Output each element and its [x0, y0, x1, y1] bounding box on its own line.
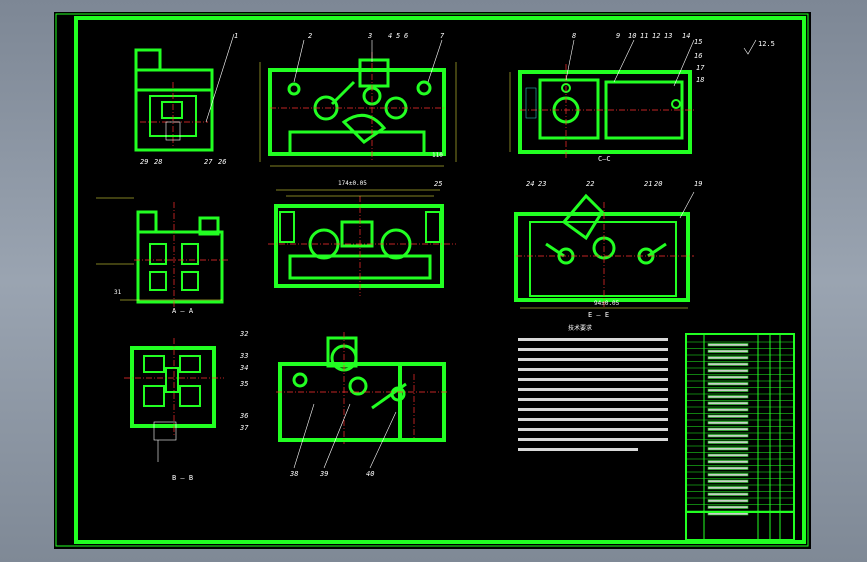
view-bottom-left	[124, 338, 224, 462]
parts-list-text	[707, 375, 749, 379]
balloon-1: 1	[234, 32, 239, 40]
parts-list-text	[707, 479, 749, 483]
parts-list-text	[707, 427, 749, 431]
tech-req-title: 技术要求	[568, 324, 592, 332]
section-label-bb: B — B	[172, 474, 194, 482]
parts-list-text	[707, 486, 749, 490]
balloon-25: 25	[434, 180, 443, 188]
parts-list-text	[707, 382, 749, 386]
roughness-value: 12.5	[758, 40, 775, 48]
view-mid-left	[96, 197, 230, 312]
balloon-13: 13	[664, 32, 673, 40]
balloon-21: 21	[644, 180, 653, 188]
tech-req-lines	[518, 338, 668, 451]
inner-frame	[74, 16, 806, 544]
balloon-20: 20	[654, 180, 663, 188]
balloon-38: 38	[290, 470, 299, 478]
balloon-9: 9	[616, 32, 621, 40]
parts-list-text	[707, 349, 749, 353]
dim-text-2: 94±0.05	[594, 300, 620, 307]
parts-list-text	[707, 440, 749, 444]
view-bottom-center	[276, 332, 448, 469]
parts-list-text	[707, 408, 749, 412]
parts-list-text	[707, 388, 749, 392]
parts-list-text	[707, 362, 749, 366]
balloon-11: 11	[640, 32, 649, 40]
balloon-12: 12	[652, 32, 661, 40]
balloon-37: 37	[240, 424, 249, 432]
balloon-35: 35	[240, 380, 249, 388]
drawing-canvas: 12.5	[55, 13, 809, 547]
balloon-36: 36	[240, 412, 249, 420]
view-top-center	[259, 39, 457, 167]
parts-list-text	[707, 395, 749, 399]
balloon-2: 2	[308, 32, 313, 40]
dim-text-3: 31	[114, 289, 122, 296]
balloon-14: 14	[682, 32, 691, 40]
balloon-6: 6	[404, 32, 409, 40]
balloon-28: 28	[154, 158, 163, 166]
balloon-17: 17	[696, 64, 705, 72]
dim-text-4: 110	[432, 152, 443, 159]
parts-list-text	[707, 421, 749, 425]
view-mid-center	[268, 189, 456, 296]
parts-list-text	[707, 434, 749, 438]
parts-list-text	[707, 466, 749, 470]
parts-list-text	[707, 492, 749, 496]
balloon-10: 10	[628, 32, 637, 40]
balloon-7: 7	[440, 32, 445, 40]
parts-list-text	[707, 401, 749, 405]
balloon-33: 33	[240, 352, 249, 360]
balloon-34: 34	[240, 364, 249, 372]
dim-text-1: 174±0.05	[338, 180, 367, 187]
balloon-32: 32	[240, 330, 249, 338]
parts-list-text	[707, 473, 749, 477]
outer-frame	[55, 13, 809, 547]
balloon-3: 3	[368, 32, 373, 40]
view-top-right	[509, 39, 695, 158]
parts-list-text	[707, 505, 749, 509]
technical-requirements: 技术要求	[518, 324, 668, 451]
parts-list-text	[707, 460, 749, 464]
parts-list-text	[707, 356, 749, 360]
roughness-symbol: 12.5	[743, 39, 775, 55]
parts-list-text	[707, 453, 749, 457]
balloon-27: 27	[204, 158, 213, 166]
balloon-19: 19	[694, 180, 703, 188]
parts-list-text	[707, 447, 749, 451]
balloon-8: 8	[572, 32, 577, 40]
parts-list-text	[707, 414, 749, 418]
section-label-aa: A — A	[172, 307, 194, 315]
balloon-39: 39	[320, 470, 329, 478]
balloon-5: 5	[396, 32, 401, 40]
section-label-ee: E — E	[588, 311, 610, 319]
balloon-18: 18	[696, 76, 705, 84]
parts-list	[685, 333, 795, 541]
balloon-23: 23	[538, 180, 547, 188]
section-label-cc: C—C	[598, 155, 611, 163]
view-mid-right	[514, 191, 695, 309]
drawing-sheet[interactable]: 12.5	[54, 12, 811, 549]
balloon-29: 29	[140, 158, 149, 166]
balloon-15: 15	[694, 38, 703, 46]
balloon-22: 22	[586, 180, 595, 188]
balloon-24: 24	[526, 180, 535, 188]
view-top-left	[134, 33, 235, 152]
balloon-4: 4	[388, 32, 393, 40]
balloon-26: 26	[218, 158, 227, 166]
balloon-16: 16	[694, 52, 703, 60]
balloon-40: 40	[366, 470, 375, 478]
parts-list-text	[707, 343, 749, 347]
parts-list-text	[707, 369, 749, 373]
parts-list-text	[707, 499, 749, 503]
